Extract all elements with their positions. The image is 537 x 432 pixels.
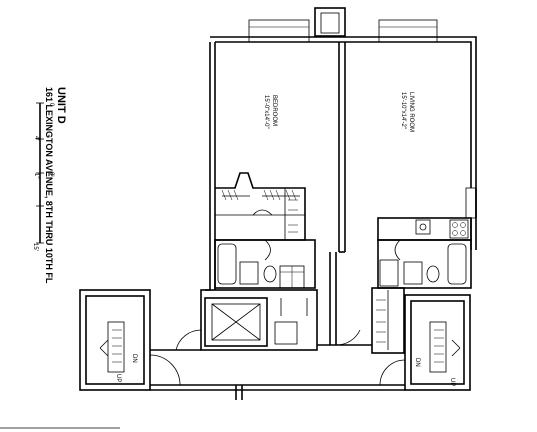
scale-tick-3: 1" [33,173,39,178]
living-room-name: LIVING ROOM [408,92,414,132]
title-block: UNIT D 161 LEXINGTON AVENUE, 8TH THRU 10… [44,87,67,284]
right-stair: DN UP [404,294,471,391]
unit-title: UNIT D [55,87,67,124]
top-windows [248,19,438,43]
address-text: 161 LEXINGTON AVENUE, 8TH THRU 10TH FL [44,87,54,284]
right-closets [371,287,405,354]
bedroom-dims: 15'-0"x14'-0" [263,95,269,129]
scale-tick-4: 15' [32,243,38,251]
doors [149,329,406,386]
left-stair-dn: DN [131,354,137,363]
scale-tick-0: 0 [48,103,54,107]
corridor [150,344,405,400]
right-stair-dn: DN [414,358,420,367]
bedroom-label: BEDROOM 15'-0"x14'-0" [263,95,277,129]
left-stair: DN UP [79,289,151,391]
scale-tick-2: 8' [48,172,54,176]
scale-tick-1: 4' [33,136,39,140]
bedroom-closet [215,172,306,241]
center-wall [329,42,346,345]
living-room-dims: 15'-10"x14'-2" [400,92,406,129]
living-bathroom [377,239,472,289]
left-stair-up: UP [115,374,121,382]
elevator-core [200,289,318,351]
top-shaft [314,7,346,37]
kitchen [377,217,472,241]
right-stair-up: UP [449,378,455,386]
bedroom-name: BEDROOM [271,95,277,126]
bedroom-bathroom [214,239,316,289]
scale-bar: 0 4' 8' 1" 15' [32,102,54,251]
living-room-label: LIVING ROOM 15'-10"x14'-2" [400,92,414,132]
